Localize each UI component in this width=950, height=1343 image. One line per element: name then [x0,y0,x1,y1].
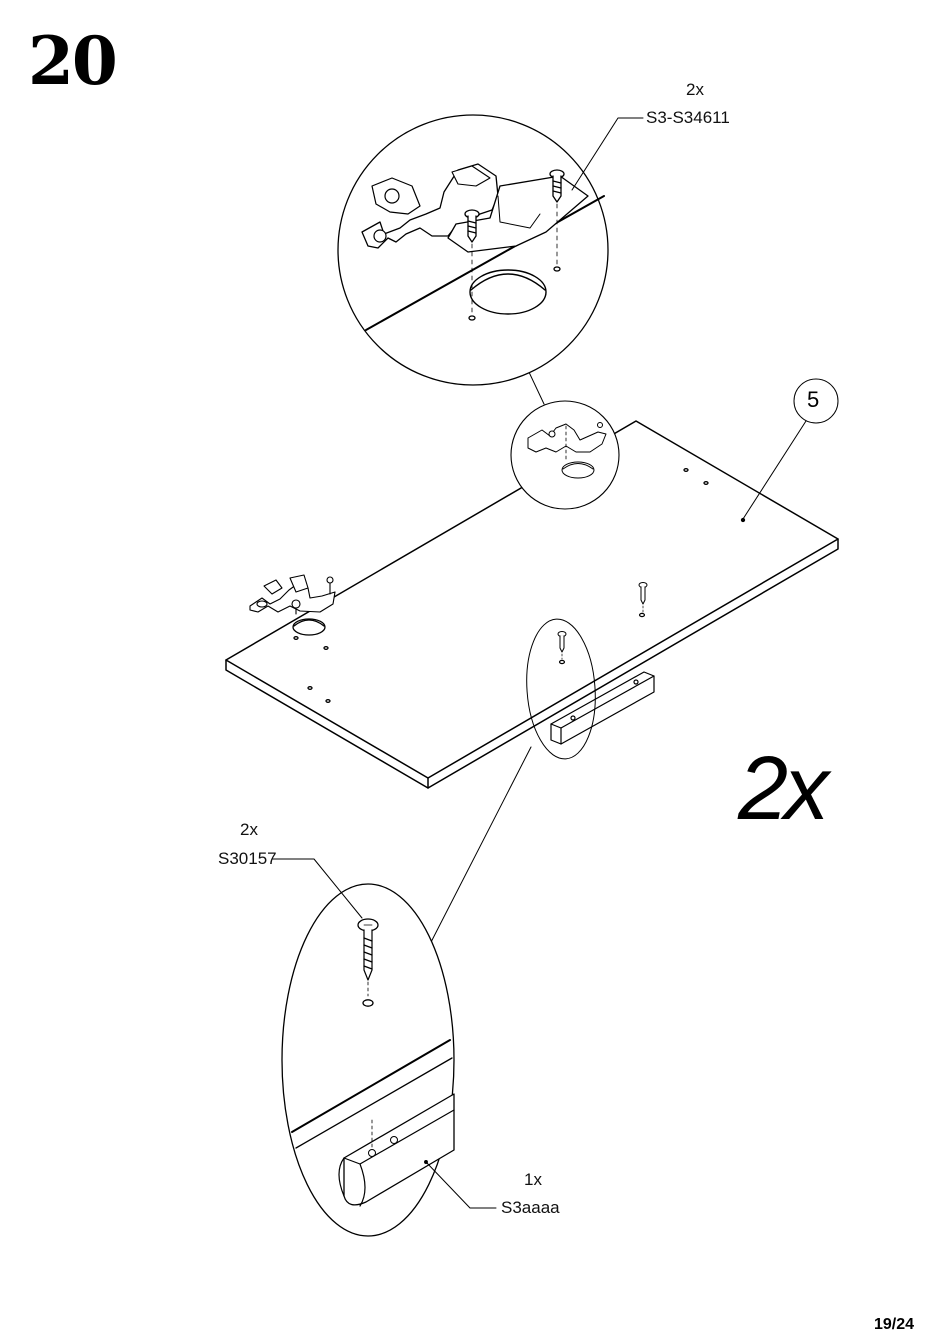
handle-quantity-label: 1x [524,1170,542,1190]
page-counter: 19/24 [874,1316,914,1334]
panel-multiplier: 2x [738,738,825,841]
hinge-detail-large [338,115,643,385]
handle-detail-large [272,859,496,1236]
step-number: 20 [28,22,116,100]
screw-quantity-label: 2x [240,820,258,840]
handle-part-code: S3aaaa [501,1198,560,1218]
hinge-detail-small [511,401,619,509]
screw-part-code: S30157 [218,849,277,869]
hinge-quantity-label: 2x [686,80,704,100]
part-number-label: 5 [807,387,819,413]
hinge-part-code: S3-S34611 [646,108,730,128]
hinge-front [250,575,335,614]
